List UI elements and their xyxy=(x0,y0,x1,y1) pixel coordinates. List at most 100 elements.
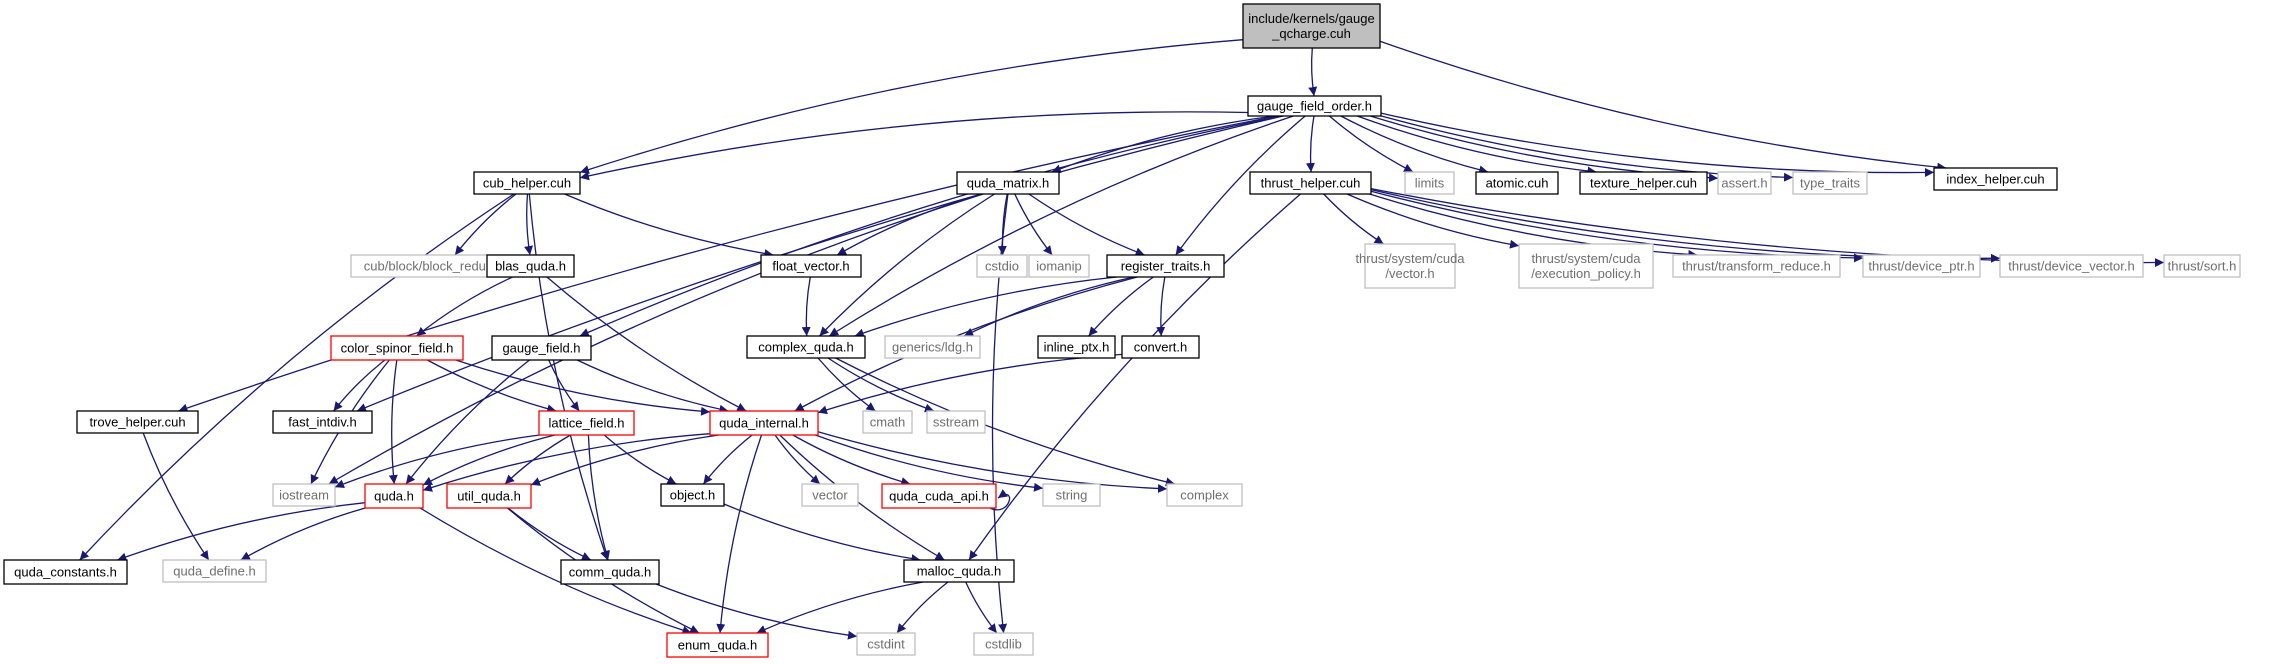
node-cmath[interactable]: cmath xyxy=(862,410,913,434)
node-type-traits[interactable]: type_traits xyxy=(1792,171,1868,195)
node-label: index_helper.cuh xyxy=(1946,172,2044,187)
node-iomanip[interactable]: iomanip xyxy=(1028,254,1090,278)
node-label: /vector.h xyxy=(1385,266,1434,281)
node-label: complex xyxy=(1180,488,1229,503)
node-box xyxy=(1862,254,1981,278)
edge-color_spinor-to-lattice_field xyxy=(426,359,557,414)
edge-gauge_field-to-quda_internal xyxy=(576,359,729,414)
node-box xyxy=(1028,254,1090,278)
edge-complex_quda-to-cmath xyxy=(817,357,876,412)
node-gauge-field[interactable]: gauge_field.h xyxy=(491,335,592,361)
node-quda-internal[interactable]: quda_internal.h xyxy=(709,410,819,436)
node-cstdio[interactable]: cstdio xyxy=(976,254,1028,278)
node-inline-ptx[interactable]: inline_ptx.h xyxy=(1037,335,1116,359)
edge-register_traits-to-convert xyxy=(1156,276,1166,337)
node-box xyxy=(660,483,725,507)
node-thrust-tr[interactable]: thrust/transform_reduce.h xyxy=(1672,254,1841,278)
node-thrust-vector[interactable]: thrust/system/cuda/vector.h xyxy=(1355,243,1465,289)
node-convert[interactable]: convert.h xyxy=(1121,335,1200,359)
node-generics-ldg[interactable]: generics/ldg.h xyxy=(884,335,981,359)
node-gfo[interactable]: gauge_field_order.h xyxy=(1247,95,1382,117)
node-box xyxy=(760,254,862,278)
node-label: atomic.cuh xyxy=(1486,176,1549,191)
node-box xyxy=(473,171,581,195)
node-thrust-sort[interactable]: thrust/sort.h xyxy=(2163,254,2241,278)
node-label: color_spinor_field.h xyxy=(341,341,454,356)
node-object[interactable]: object.h xyxy=(660,483,725,507)
edge-lattice_field-to-quda_h xyxy=(422,434,556,486)
node-thrust-dptr[interactable]: thrust/device_ptr.h xyxy=(1862,254,1981,278)
edge-register_traits-to-inline_ptx xyxy=(1088,276,1154,337)
node-label: _qcharge.cuh xyxy=(1271,26,1351,41)
node-quda-h[interactable]: quda.h xyxy=(364,483,424,509)
node-box xyxy=(486,254,575,278)
node-label: generics/ldg.h xyxy=(892,340,973,355)
node-box xyxy=(1933,167,2058,191)
node-iostream[interactable]: iostream xyxy=(272,483,336,507)
node-string[interactable]: string xyxy=(1042,483,1101,507)
node-complex[interactable]: complex xyxy=(1166,483,1243,507)
edge-gfo-to-gauge_field xyxy=(579,115,1283,337)
edge-malloc_quda-to-cstdlib xyxy=(965,581,998,634)
node-label: quda_define.h xyxy=(173,564,255,579)
node-label: cstdint xyxy=(867,637,905,652)
node-label: register_traits.h xyxy=(1121,259,1211,274)
node-malloc-quda[interactable]: malloc_quda.h xyxy=(903,559,1015,583)
node-box xyxy=(538,410,635,436)
edge-quda_cuda_api-to-quda_cuda_api xyxy=(989,489,1011,511)
node-complex-quda[interactable]: complex_quda.h xyxy=(746,335,866,359)
edge-util_quda-to-comm_quda xyxy=(507,507,592,561)
edge-register_traits-to-generics_ldg xyxy=(963,276,1135,337)
node-color-spinor[interactable]: color_spinor_field.h xyxy=(330,335,464,361)
node-lattice-field[interactable]: lattice_field.h xyxy=(538,410,635,436)
node-limits[interactable]: limits xyxy=(1404,171,1455,195)
node-register-traits[interactable]: register_traits.h xyxy=(1106,254,1225,278)
node-box xyxy=(1792,171,1868,195)
node-fast-intdiv[interactable]: fast_intdiv.h xyxy=(272,410,373,434)
edge-lattice_field-to-comm_quda xyxy=(587,434,610,561)
node-label: type_traits xyxy=(1800,176,1860,191)
node-float-vector[interactable]: float_vector.h xyxy=(760,254,862,278)
node-enum-quda[interactable]: enum_quda.h xyxy=(666,632,769,658)
node-cub-helper[interactable]: cub_helper.cuh xyxy=(473,171,581,195)
edge-gfo-to-type_traits xyxy=(1380,115,1794,182)
node-box xyxy=(560,559,660,585)
edge-complex_quda-to-sstream xyxy=(827,357,935,413)
node-box xyxy=(801,483,859,507)
node-label: trove_helper.cuh xyxy=(89,415,185,430)
node-box xyxy=(884,335,981,359)
node-texture-helper[interactable]: texture_helper.cuh xyxy=(1579,171,1708,195)
node-label: cmath xyxy=(870,415,905,430)
node-box xyxy=(272,483,336,507)
node-box xyxy=(1579,171,1708,195)
node-thrust-exec[interactable]: thrust/system/cuda/execution_policy.h xyxy=(1518,243,1654,289)
node-quda-matrix[interactable]: quda_matrix.h xyxy=(956,171,1060,195)
node-box xyxy=(709,410,819,436)
edge-gfo-to-register_traits xyxy=(1175,115,1306,256)
node-index-helper[interactable]: index_helper.cuh xyxy=(1933,167,2058,191)
edge-quda_matrix-to-iostream xyxy=(328,193,984,485)
node-cstdint[interactable]: cstdint xyxy=(856,632,916,656)
node-blas-quda[interactable]: blas_quda.h xyxy=(486,254,575,278)
edge-gfo-to-index_helper xyxy=(1380,112,1935,178)
node-box xyxy=(1999,254,2144,278)
node-cstdlib[interactable]: cstdlib xyxy=(973,632,1034,656)
node-thrust-dvec[interactable]: thrust/device_vector.h xyxy=(1999,254,2144,278)
node-box xyxy=(862,410,913,434)
node-vector[interactable]: vector xyxy=(801,483,859,507)
node-trove-helper[interactable]: trove_helper.cuh xyxy=(76,410,199,434)
node-util-quda[interactable]: util_quda.h xyxy=(446,483,532,509)
edge-color_spinor-to-quda_internal xyxy=(455,359,711,416)
edge-malloc_quda-to-cstdint xyxy=(896,581,949,634)
node-assert[interactable]: assert.h xyxy=(1717,171,1772,195)
node-thrust-helper[interactable]: thrust_helper.cuh xyxy=(1249,171,1372,195)
node-quda-define[interactable]: quda_define.h xyxy=(162,559,267,583)
node-root[interactable]: include/kernels/gauge_qcharge.cuh xyxy=(1242,3,1381,49)
node-atomic[interactable]: atomic.cuh xyxy=(1475,171,1559,195)
node-quda-cuda-api[interactable]: quda_cuda_api.h xyxy=(881,483,997,509)
node-comm-quda[interactable]: comm_quda.h xyxy=(560,559,660,585)
node-quda-constants[interactable]: quda_constants.h xyxy=(3,559,128,585)
node-label: thrust/transform_reduce.h xyxy=(1682,259,1831,274)
node-sstream[interactable]: sstream xyxy=(926,410,986,434)
node-box xyxy=(272,410,373,434)
